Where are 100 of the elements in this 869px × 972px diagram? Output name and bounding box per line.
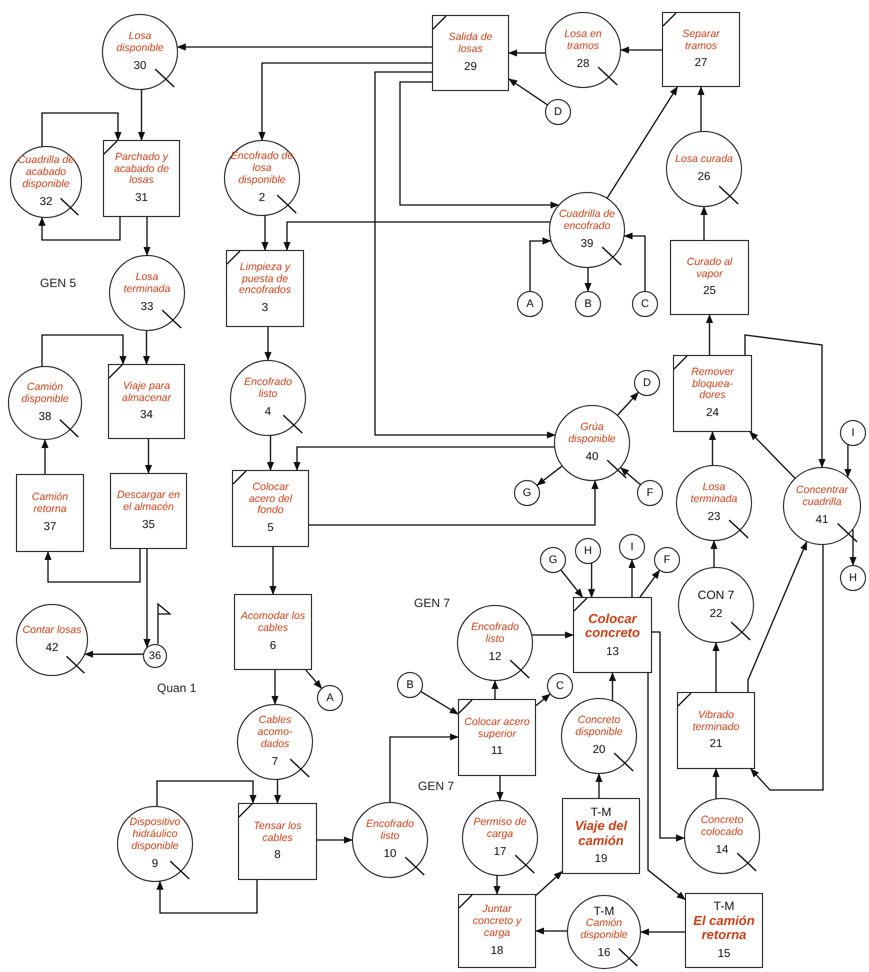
- node-number: 12: [488, 650, 502, 664]
- node-label: C: [641, 298, 649, 310]
- queue-circle: [16, 604, 88, 676]
- connector-circle: [540, 547, 566, 573]
- activity-name: Colocar acero del fondo: [248, 482, 294, 518]
- combi-box: [677, 692, 755, 769]
- arrow: [496, 776, 504, 801]
- activity-name: Viaje para almacenar: [120, 380, 172, 404]
- arrow: [710, 540, 718, 568]
- queue-circle: [352, 802, 428, 878]
- arrow: [706, 314, 714, 355]
- node-number: 30: [134, 60, 146, 73]
- node-number: 31: [135, 192, 148, 206]
- arrow: [144, 439, 152, 474]
- arrow: [640, 570, 660, 598]
- node-label: T-M: [714, 900, 734, 914]
- arrow: [620, 46, 662, 54]
- queue-circle: [684, 798, 760, 874]
- combi-box: [103, 140, 180, 217]
- arrow: [712, 768, 720, 798]
- arrow: [491, 680, 499, 699]
- activity-name: Parchado y acabado de losas: [113, 152, 170, 188]
- connector-circle: [514, 480, 540, 506]
- node-label: 36: [148, 650, 162, 662]
- activity-box: [110, 473, 187, 549]
- node-annotation: GEN 7: [418, 779, 454, 793]
- arrow: [532, 631, 574, 639]
- arrow: [608, 672, 616, 700]
- node-label: T-M: [594, 904, 614, 918]
- arrow: [652, 631, 685, 842]
- arrow: [606, 86, 678, 198]
- connector-circle: [517, 291, 543, 317]
- activity-box: [562, 798, 640, 874]
- queue-circle: [102, 14, 178, 90]
- activity-name: Dispositivo hidráulico disponible: [128, 817, 182, 853]
- arrow: [420, 691, 459, 715]
- connector-circle: [637, 480, 663, 506]
- arrow: [712, 642, 720, 692]
- node-label: G: [548, 554, 558, 566]
- connector-circle: [575, 538, 601, 564]
- arrow: [269, 547, 277, 595]
- node-number: 5: [267, 522, 274, 536]
- activity-name: Encofrado listo: [243, 377, 293, 401]
- queue-circle: [666, 131, 742, 207]
- arrow: [293, 446, 554, 471]
- arrow: [374, 71, 556, 439]
- arrow: [305, 670, 322, 689]
- node-label: T-M: [590, 806, 612, 820]
- node-number: 24: [706, 407, 719, 420]
- activity-name: Cuadrilla de encofrado: [558, 209, 616, 233]
- activity-name: Camión disponible: [579, 918, 629, 942]
- activity-name: Concentrar cuadrilla: [795, 485, 850, 509]
- node-number: 38: [38, 410, 52, 424]
- arrow: [84, 650, 144, 658]
- node-number: 33: [140, 300, 154, 314]
- activity-name: Losa curada: [675, 154, 733, 166]
- arrow: [176, 43, 432, 51]
- arrow: [536, 871, 563, 896]
- activity-name: Juntar concreto y carga: [472, 904, 523, 940]
- node-number: 22: [710, 608, 722, 621]
- activity-name: Camión disponible: [20, 382, 70, 406]
- queue-circle: [554, 405, 630, 481]
- combi-box: [432, 15, 509, 91]
- arrow: [700, 206, 708, 240]
- activity-name: Grúa disponible: [567, 422, 617, 446]
- node-number: 7: [272, 756, 278, 769]
- activity-name: El camión retorna: [692, 914, 756, 943]
- arrow: [624, 232, 646, 291]
- arrow: [536, 694, 551, 706]
- activity-name: Colocar concreto: [584, 612, 641, 641]
- arrow: [138, 90, 146, 141]
- node-number: 40: [586, 450, 598, 464]
- node-label: A: [526, 298, 534, 310]
- arrow: [529, 237, 552, 291]
- arrow: [317, 836, 353, 844]
- activity-name: Salida de losas: [448, 32, 494, 56]
- node-number: 6: [270, 640, 276, 653]
- node-number: 15: [718, 948, 730, 961]
- node-number: 27: [694, 57, 708, 70]
- arrow: [697, 86, 705, 132]
- activity-name: Tensar los cables: [252, 820, 303, 844]
- arrow: [142, 331, 150, 365]
- activity-name: Cables acomo- dados: [256, 715, 294, 751]
- arrow: [708, 431, 716, 465]
- connector-circle: [575, 291, 601, 317]
- node-number: 3: [262, 302, 268, 316]
- arrow: [309, 480, 599, 526]
- node-number: 23: [708, 510, 720, 524]
- connector-circle: [634, 370, 660, 396]
- arrow: [156, 880, 258, 914]
- arrow: [849, 530, 857, 566]
- queue-circle: [109, 255, 185, 331]
- queue-circle: [561, 698, 637, 774]
- combi-box: [238, 803, 317, 880]
- node-number: 10: [384, 848, 396, 861]
- activity-box: [234, 594, 312, 670]
- activity-name: Encofrado listo: [470, 622, 520, 646]
- activity-name: Losa terminada: [122, 272, 172, 296]
- arrow: [640, 928, 685, 936]
- queue-circle: [230, 360, 306, 436]
